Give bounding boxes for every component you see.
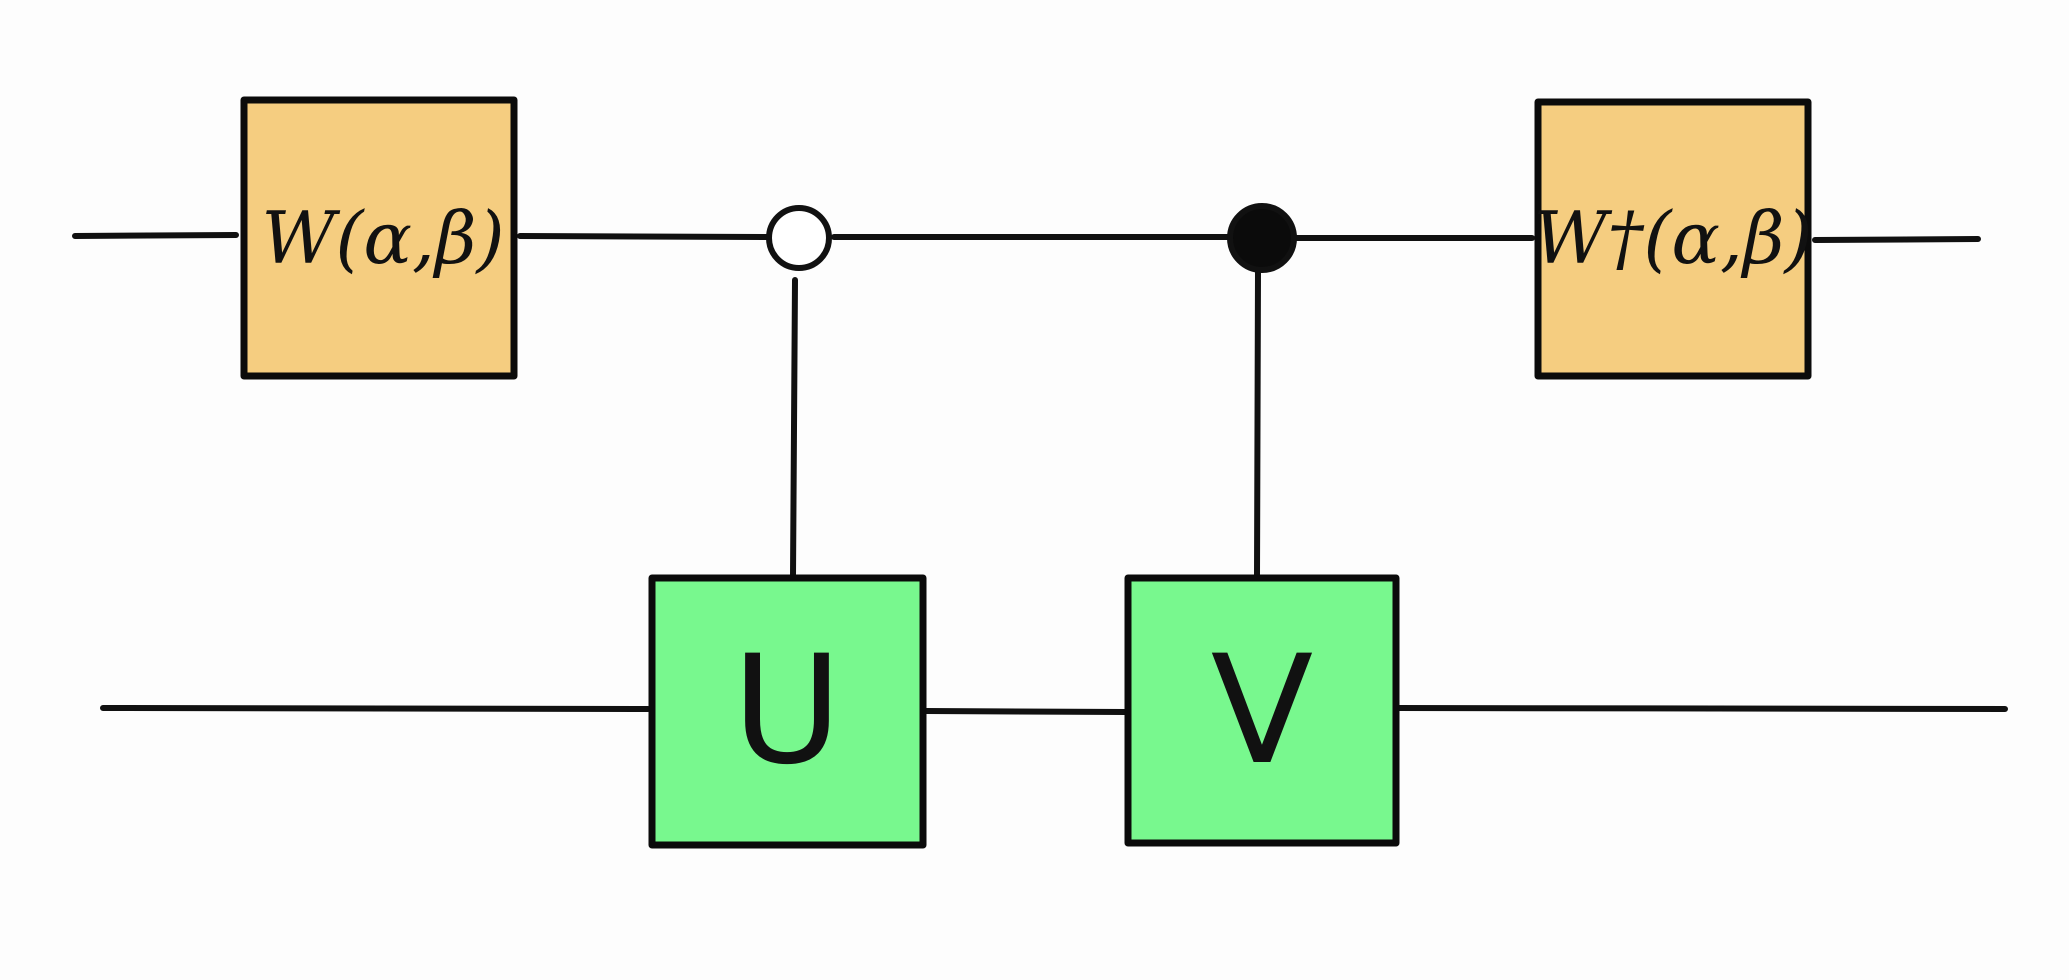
w-dagger-gate: W†(α,β) — [1533, 98, 1813, 380]
v-gate-label: V — [1211, 624, 1314, 798]
bottom-wire-segment-output — [1395, 705, 2008, 712]
v-gate: V — [1124, 574, 1400, 847]
u-gate-box — [648, 574, 927, 849]
w-gate-label: W(α,β) — [261, 196, 504, 280]
w-dagger-gate-label: W†(α,β) — [1533, 196, 1812, 280]
u-gate: U — [648, 574, 927, 849]
open-control-dot — [766, 205, 832, 271]
bottom-wire-segment-input — [100, 705, 651, 712]
u-gate-label: U — [732, 624, 842, 798]
bottom-qubit-wire — [100, 705, 2008, 715]
w-gate-box — [240, 96, 518, 380]
top-wire-segment-output — [1812, 236, 1981, 243]
closed-control-dot — [1227, 203, 1297, 273]
open-control-line — [790, 277, 798, 579]
v-gate-box — [1124, 574, 1400, 847]
top-wire-segment-w-to-open-control — [517, 233, 775, 240]
top-qubit-wire — [72, 232, 1981, 243]
top-wire-segment-input — [72, 232, 239, 239]
w-gate: W(α,β) — [240, 96, 518, 380]
closed-control-line — [1254, 269, 1261, 579]
bottom-wire-segment-u-to-v — [923, 708, 1129, 715]
w-dagger-gate-box — [1534, 98, 1812, 380]
